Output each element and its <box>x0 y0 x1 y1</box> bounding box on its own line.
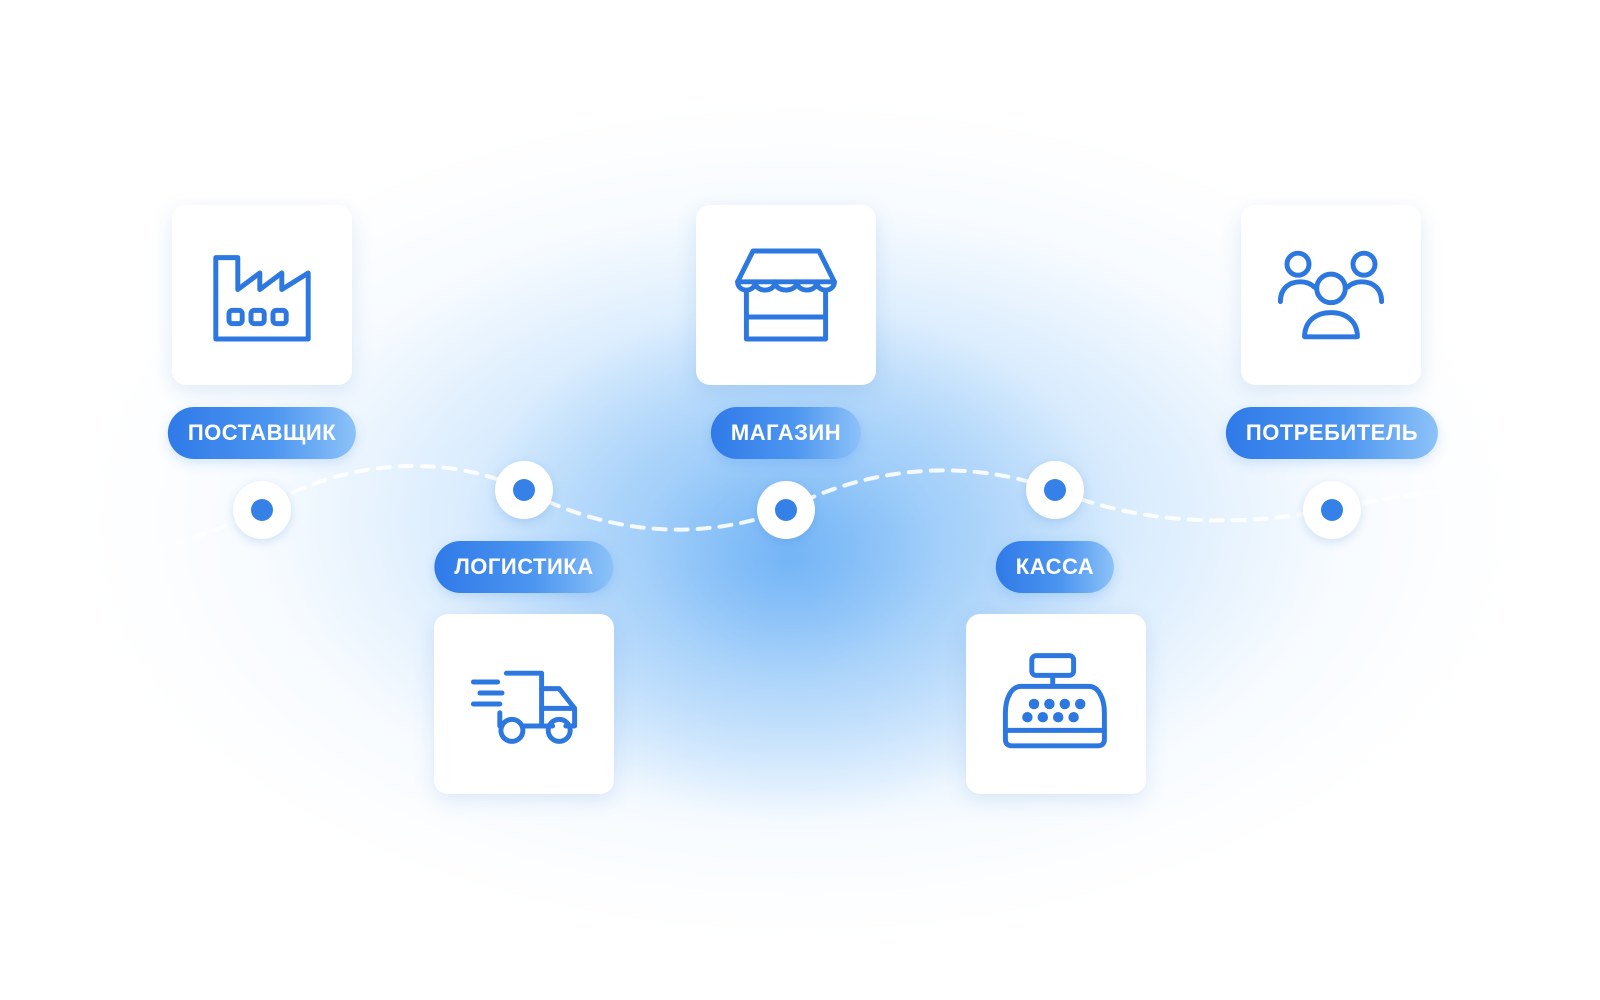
node-dot <box>775 499 797 521</box>
stage-label-supplier: ПОСТАВЩИК <box>167 407 357 459</box>
users-group-icon <box>1277 250 1385 340</box>
store-card <box>696 205 876 385</box>
stage-label-cashier: КАССА <box>995 541 1115 593</box>
supplier-card <box>172 205 352 385</box>
node-dot <box>513 479 535 501</box>
storefront-icon <box>735 248 837 342</box>
logistics-card <box>434 614 614 794</box>
node-dot <box>1044 479 1066 501</box>
delivery-truck-icon <box>470 670 578 744</box>
flow-node-cashier <box>1026 461 1084 519</box>
stage-label-logistics: ЛОГИСТИКА <box>434 541 614 593</box>
flow-node-store <box>757 481 815 539</box>
consumer-card <box>1241 205 1421 385</box>
factory-icon <box>213 255 311 342</box>
node-dot <box>1321 499 1343 521</box>
stage-label-consumer: ПОТРЕБИТЕЛЬ <box>1225 407 1439 459</box>
flow-node-logistics <box>495 461 553 519</box>
node-dot <box>251 499 273 521</box>
flow-node-supplier <box>233 481 291 539</box>
stage-label-store: МАГАЗИН <box>710 407 862 459</box>
cashier-card <box>966 614 1146 794</box>
cash-register-icon <box>1002 653 1107 749</box>
flow-node-consumer <box>1303 481 1361 539</box>
